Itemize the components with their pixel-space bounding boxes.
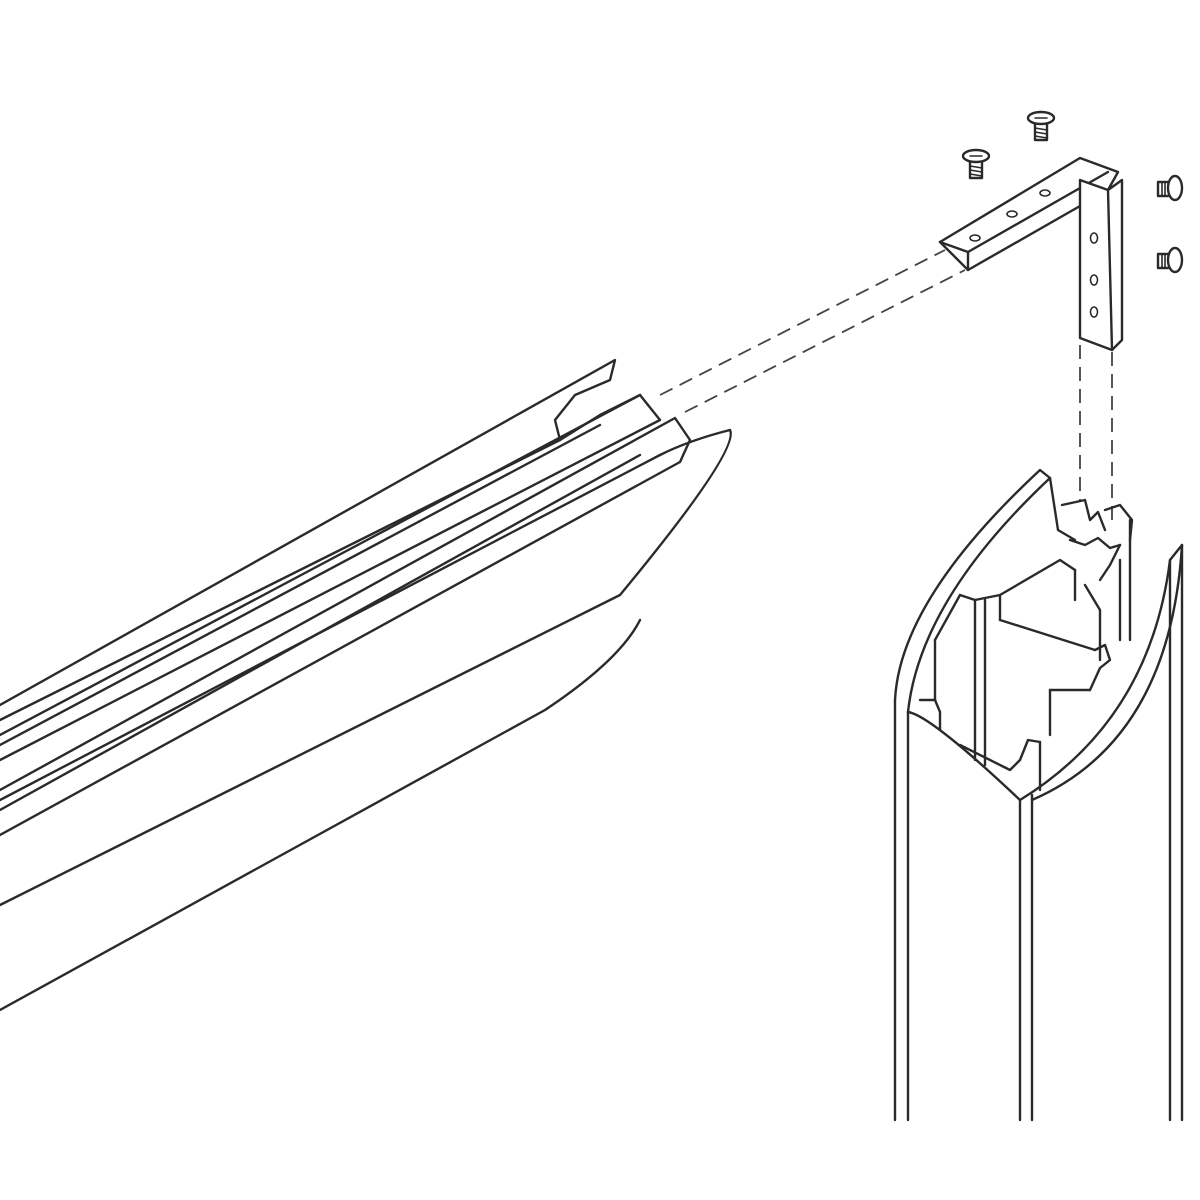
guide-rail-to-bracket-lower <box>684 269 966 413</box>
screw-2 <box>1026 110 1056 142</box>
screw-3 <box>1156 174 1184 202</box>
screw-1 <box>961 148 991 180</box>
corner-bracket <box>938 156 1124 352</box>
vertical-post <box>893 468 1184 1122</box>
guide-rail-to-bracket-upper <box>659 249 946 396</box>
alignment-guides <box>659 249 1113 520</box>
screw-4 <box>1156 246 1184 274</box>
horizontal-rail <box>0 358 732 1012</box>
